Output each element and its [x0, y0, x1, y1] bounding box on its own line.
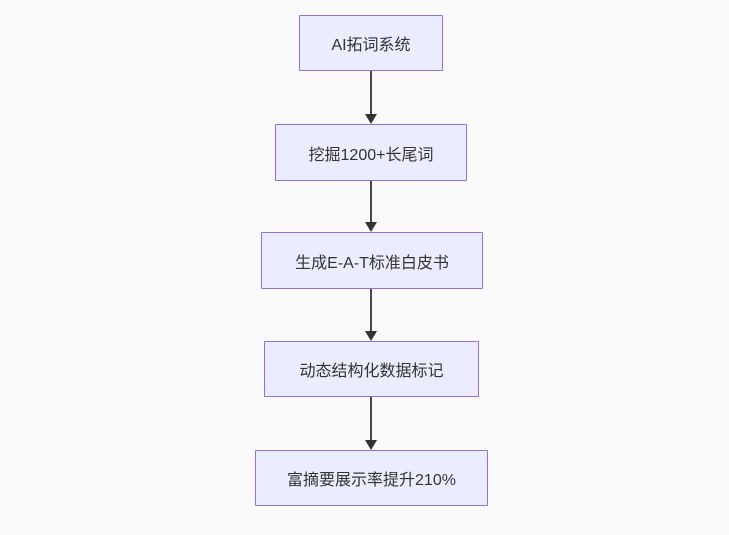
arrowhead-down-icon — [365, 440, 377, 450]
arrowhead-down-icon — [365, 222, 377, 232]
flow-node-structured-data-markup: 动态结构化数据标记 — [264, 341, 479, 397]
arrowhead-down-icon — [365, 331, 377, 341]
flow-node-eat-whitepaper: 生成E-A-T标准白皮书 — [261, 232, 483, 289]
edge-line-1 — [370, 181, 372, 222]
edge-line-0 — [370, 71, 372, 114]
arrowhead-down-icon — [365, 114, 377, 124]
edge-line-3 — [370, 397, 372, 440]
flow-node-longtail-mining: 挖掘1200+长尾词 — [275, 124, 467, 181]
flow-node-rich-snippet-result: 富摘要展示率提升210% — [255, 450, 488, 506]
flow-node-ai-keyword-system: AI拓词系统 — [299, 15, 443, 71]
edge-line-2 — [370, 289, 372, 331]
